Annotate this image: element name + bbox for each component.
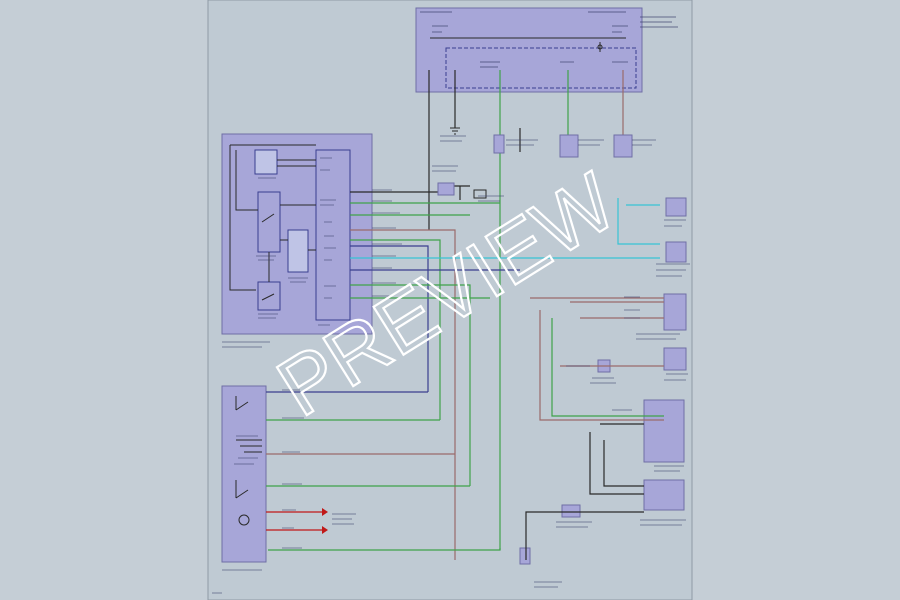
switch-panel-wires xyxy=(266,391,470,531)
right-components xyxy=(519,197,687,565)
switch-panel-labels xyxy=(212,435,262,594)
right-side-wires xyxy=(268,297,664,560)
connector-icon xyxy=(437,182,487,199)
control-unit-box xyxy=(221,133,373,348)
motor-icon xyxy=(287,229,309,273)
wire-label-lines xyxy=(282,135,656,549)
top-box-text-lines xyxy=(420,11,678,68)
switch-panel xyxy=(212,385,267,594)
right-label-lines xyxy=(534,219,690,588)
ground-icon xyxy=(450,127,460,135)
control-unit-pin-labels xyxy=(222,157,336,348)
control-unit-wires xyxy=(350,185,660,560)
motor-icon xyxy=(238,514,250,526)
fuse-icon xyxy=(597,44,603,50)
switch-icon xyxy=(261,213,275,301)
fuse-relay-box xyxy=(415,7,678,93)
top-switches xyxy=(493,134,633,158)
diode-icon xyxy=(322,508,328,534)
